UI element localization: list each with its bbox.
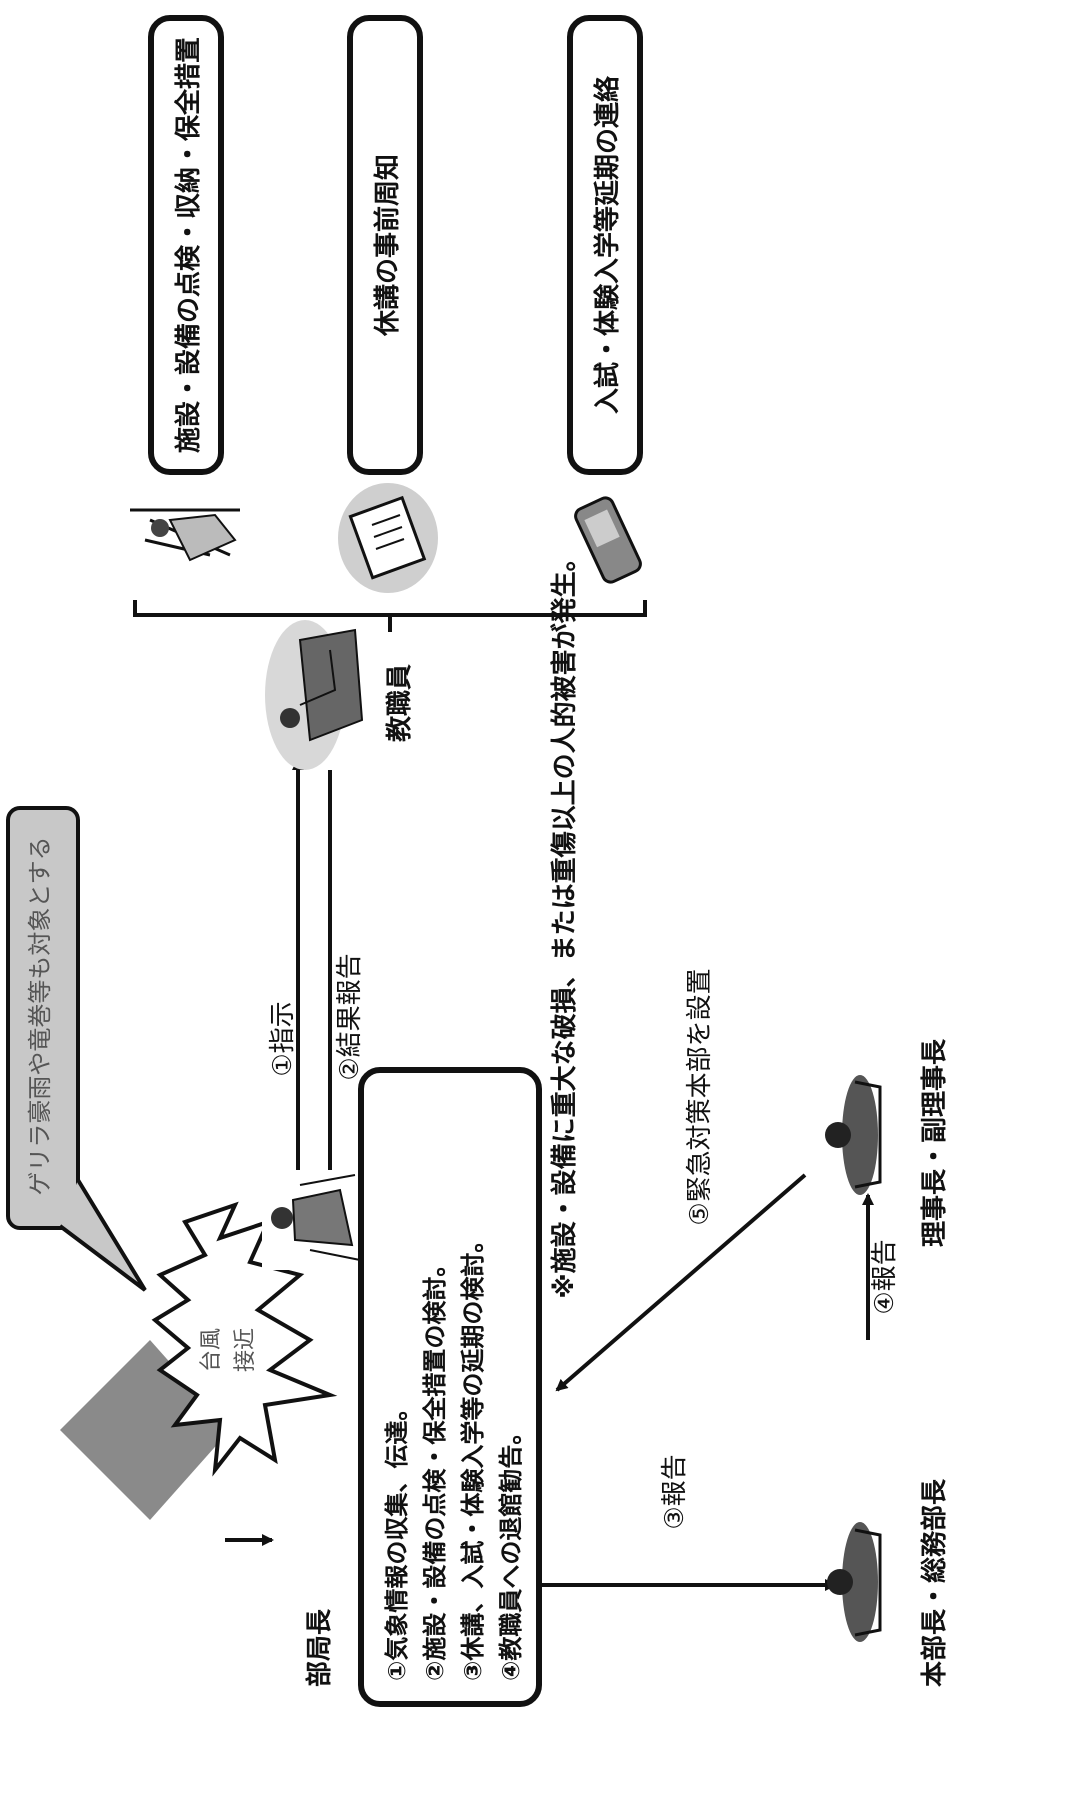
callout-bubble [6, 806, 147, 1292]
dept-head-icon [262, 1170, 372, 1270]
burst-label: 台風 接近 [199, 1328, 258, 1373]
actions-box: ①気象情報の収集、伝達。 ②施設・設備の点検・保全措置の検討。 ③休講、入試・体… [358, 1067, 542, 1707]
burst-icon [151, 1201, 338, 1477]
dept-head-label: 部局長 [305, 1609, 335, 1688]
staff-label: 教職員 [385, 664, 415, 743]
damage-note: ※施設・設備に重大な破損、または重傷以上の人的被害が発生。 [550, 545, 580, 1299]
emergency-label: ⑤緊急対策本部を設置 [685, 968, 715, 1226]
task-box-exam-postpone: 入試・体験入学等延期の連絡 [567, 15, 643, 475]
task-label: 入試・体験入学等延期の連絡 [592, 76, 623, 415]
report4-label: ④報告 [870, 1239, 900, 1315]
staff-icon [265, 620, 364, 770]
instruct-label: ①指示 [268, 1001, 298, 1077]
arrow-emergency [555, 1173, 807, 1392]
hq-head-label: 本部長・総務部長 [920, 1479, 950, 1688]
action-item: ①気象情報の収集、伝達。 [383, 1396, 411, 1681]
action-item: ③休講、入試・体験入学等の延期の検討。 [459, 1228, 487, 1681]
tasks-bracket [133, 600, 647, 632]
worker-icon [130, 508, 240, 562]
task-label: 施設・設備の点検・収納・保全措置 [173, 37, 204, 454]
task-label: 休講の事前周知 [372, 154, 403, 337]
task-box-cancel-notice: 休講の事前周知 [347, 15, 423, 475]
president-icon [825, 1075, 882, 1195]
task-box-facilities: 施設・設備の点検・収納・保全措置 [148, 15, 224, 475]
action-item: ④教職員への退館勧告。 [497, 1420, 525, 1681]
hq-head-icon [827, 1522, 882, 1642]
report3-label: ③報告 [660, 1454, 690, 1530]
document-icon [338, 483, 438, 593]
callout-text: ゲリラ豪雨や竜巻等も対象とする [26, 836, 54, 1196]
president-label: 理事長・副理事長 [920, 1039, 950, 1248]
action-item: ②施設・設備の点検・保全措置の検討。 [421, 1252, 449, 1681]
phone-icon [574, 496, 642, 584]
